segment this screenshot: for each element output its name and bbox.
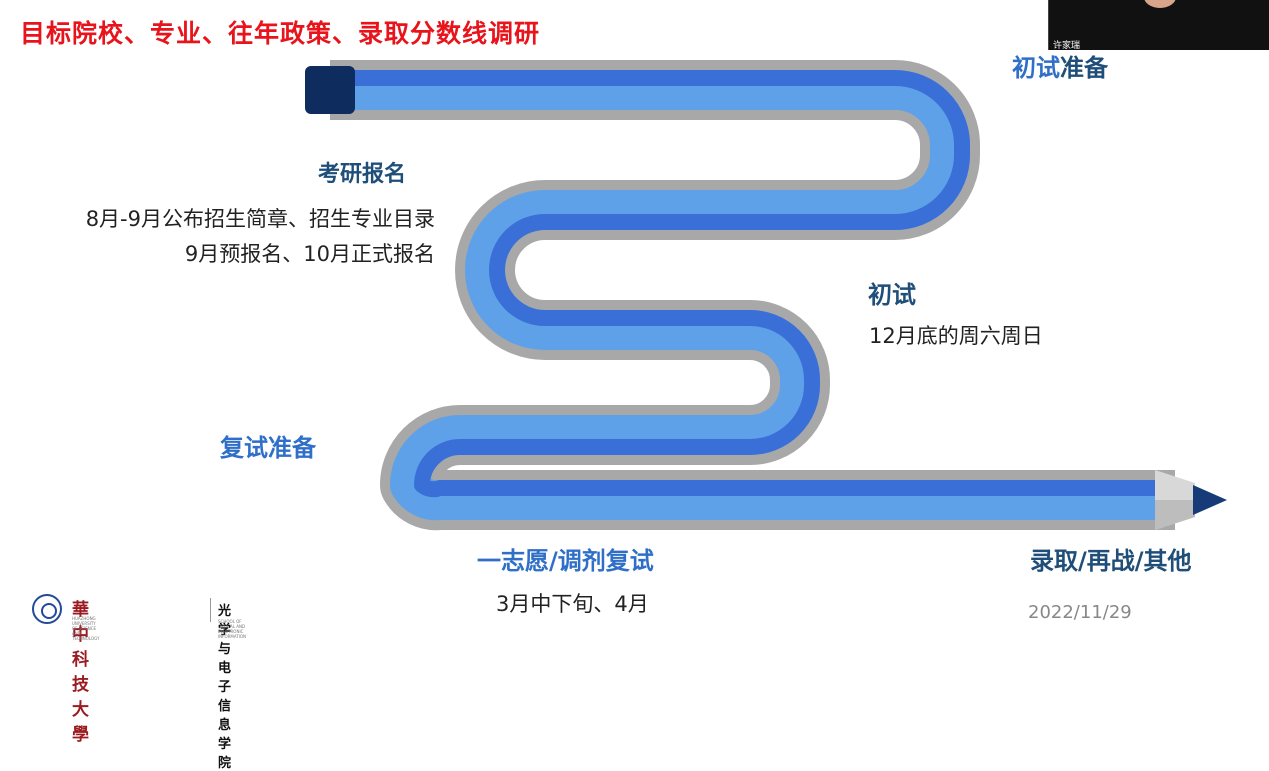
slide-title: 目标院校、专业、往年政策、录取分数线调研: [20, 19, 541, 48]
stage-prelim-prep: 初试准备: [1012, 48, 1108, 83]
pencil-body-light-blue: [330, 70, 1175, 521]
stage-registration-line2: 9月预报名、10月正式报名: [184, 242, 435, 266]
stage-registration-line1: 8月-9月公布招生简章、招生专业目录: [85, 207, 435, 231]
university-emblem-icon: [32, 594, 62, 624]
stage-prelim-exam-label: 初试: [868, 281, 916, 309]
stage-outcome-label: 录取/再战/其他: [1030, 547, 1192, 575]
participant-video-thumbnail[interactable]: 许家瑞: [1048, 0, 1269, 51]
stage-prelim-prep-part1: 初试: [1012, 54, 1060, 82]
pencil-tip-lead: [1193, 485, 1227, 515]
pencil-body-dark-blue: [330, 70, 1175, 498]
stage-prelim-exam-detail: 12月底的周六周日: [869, 324, 1043, 348]
stage-retest-label: 一志愿/调剂复试: [477, 547, 654, 575]
stage-registration-label: 考研报名: [318, 162, 407, 187]
school-english-name: SCHOOL OF OPTICAL AND ELECTRONIC INFORMA…: [218, 619, 247, 639]
slide-date: 2022/11/29: [1028, 602, 1132, 623]
university-english-name: HUAZHONG UNIVERSITY OF SCIENCE AND TECHN…: [72, 616, 100, 641]
pencil-road-graphic: [305, 60, 1227, 531]
participant-name: 许家瑞: [1053, 41, 1081, 51]
participant-face: [1144, 0, 1176, 8]
stage-retest-prep-label: 复试准备: [220, 434, 316, 462]
stage-retest-detail: 3月中下旬、4月: [496, 592, 649, 616]
logo-divider: [210, 598, 211, 622]
pencil-eraser: [305, 66, 355, 114]
pencil-tip-shade: [1155, 500, 1195, 530]
stage-prelim-prep-part2: 准备: [1060, 54, 1108, 82]
